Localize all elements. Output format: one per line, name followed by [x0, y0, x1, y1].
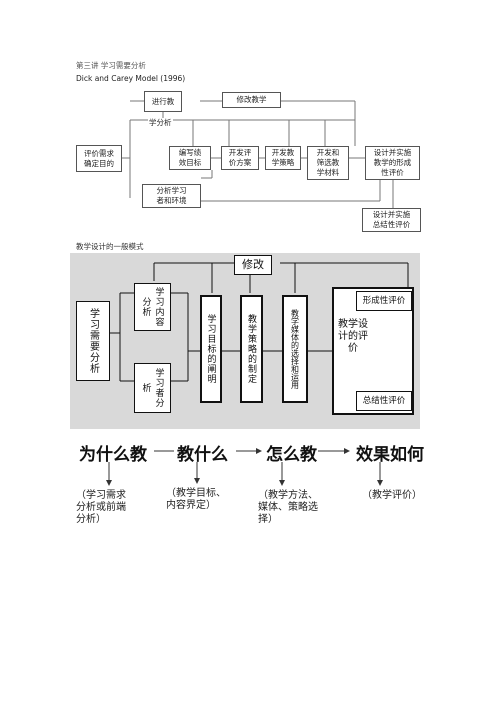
- box-summative-line1: 设计并实施: [372, 210, 411, 219]
- box-strategy: 教学策略的制定: [240, 295, 263, 403]
- box-strategy-line2: 学策略: [271, 158, 295, 167]
- step-result: 效果如何: [356, 445, 424, 465]
- box-evaluation: 教学设计的评价 形成性评价 总结性评价: [332, 287, 414, 415]
- box-materials-line3: 学材料: [316, 168, 340, 177]
- step-why: 为什么教: [79, 445, 147, 465]
- box-materials: 开发和 筛选教 学材料: [307, 146, 349, 180]
- box-instruct-analysis: 进行教: [144, 91, 182, 112]
- box-assessment-line1: 开发评: [228, 148, 252, 157]
- general-model-diagram: 修改 学习需要分析 学习内容分析 学习者分析 学习目标的阐明 教学策略的制定 教…: [70, 253, 420, 429]
- box-strategy-label: 教学策略的制定: [246, 314, 256, 384]
- box-assess-needs-line1: 评价需求: [84, 148, 114, 158]
- box-objectives-line2: 效目标: [178, 158, 202, 167]
- box-strategy-line1: 开发教: [271, 148, 295, 157]
- box-learner-analysis-label: 学习者分析: [140, 368, 164, 408]
- box-revise: 修改: [234, 255, 272, 275]
- box-formative: 形成性评价: [356, 291, 412, 311]
- box-assess-needs: 评价需求 确定目的: [76, 145, 122, 172]
- box-media-label: 教学媒体的选择和运用: [290, 309, 300, 389]
- box-materials-line2: 筛选教: [316, 158, 340, 167]
- box-formative-line1: 设计并实施: [373, 148, 412, 157]
- note-result: （教学评价）: [362, 490, 422, 501]
- box-assessment-line2: 价方案: [228, 158, 252, 167]
- box-media: 教学媒体的选择和运用: [282, 295, 308, 403]
- box-needs-analysis: 学习需要分析: [76, 301, 110, 381]
- box-instruct-analysis-line1: 进行教: [151, 96, 175, 106]
- box-objectives-label: 学习目标的阐明: [205, 314, 216, 384]
- note-what: （教学目标、 内容界定）: [166, 488, 226, 511]
- box-revise-label: 修改教学: [236, 95, 267, 104]
- box-assess-needs-line2: 确定目的: [84, 158, 114, 168]
- model-title: Dick and Carey Model (1996): [76, 74, 186, 83]
- step-how: 怎么教: [266, 445, 317, 465]
- box-learners-line2: 者和环境: [156, 196, 187, 205]
- box-content-analysis: 学习内容分析: [134, 283, 171, 331]
- diagram2-connectors: [110, 262, 409, 382]
- box-objectives: 学习目标的阐明: [200, 295, 222, 403]
- box-content-analysis-label: 学习内容分析: [140, 287, 164, 327]
- box-materials-line1: 开发和: [316, 148, 340, 157]
- box-needs-analysis-label: 学习需要分析: [87, 308, 99, 374]
- box-formative-line2: 教学的形成: [373, 158, 412, 167]
- box-analyze-learners: 分析学习 者和环境: [142, 184, 201, 208]
- box-learner-analysis: 学习者分析: [134, 363, 171, 413]
- box-summative-evaluation: 设计并实施 总结性评价: [362, 208, 421, 232]
- box-formative-line3: 性评价: [381, 168, 404, 177]
- step-what: 教什么: [177, 445, 228, 465]
- box-evaluation-label: 教学设计的评价: [338, 319, 368, 354]
- note-how: （教学方法、 媒体、策略选 择）: [258, 490, 318, 525]
- box-formative-evaluation: 设计并实施 教学的形成 性评价: [365, 146, 420, 180]
- note-why: （学习需求 分析或前端 分析）: [76, 490, 126, 525]
- box-objectives-line1: 编写绩: [178, 148, 202, 157]
- section1-heading: 第三讲 学习需要分析: [76, 61, 146, 70]
- section2-heading: 教学设计的一般模式: [76, 242, 144, 251]
- box-strategy: 开发教 学策略: [265, 146, 301, 170]
- box-learners-line1: 分析学习: [156, 186, 187, 195]
- box-revise-instruction: 修改教学: [222, 92, 281, 108]
- box-summative-line2: 总结性评价: [372, 220, 411, 229]
- box-instruct-analysis-line2: 学分析: [148, 118, 173, 128]
- box-write-objectives: 编写绩 效目标: [169, 146, 211, 170]
- box-assessment: 开发评 价方案: [221, 146, 259, 170]
- box-summative: 总结性评价: [356, 391, 412, 411]
